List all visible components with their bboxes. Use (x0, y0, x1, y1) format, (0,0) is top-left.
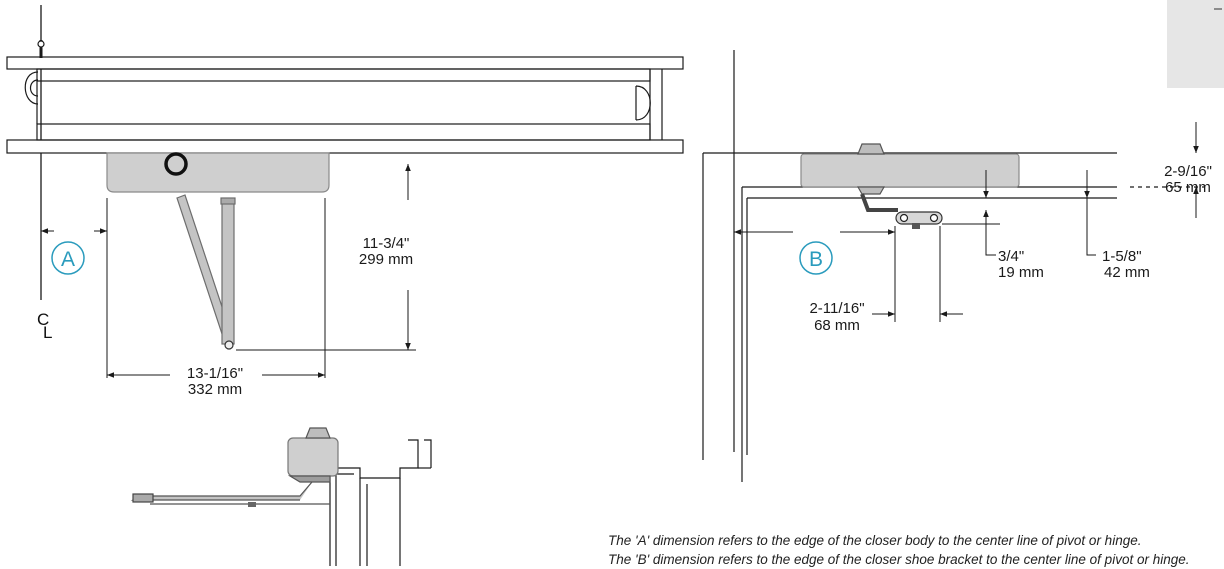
centerline-c: C (37, 310, 49, 329)
body-height-metric: 65 mm (1165, 179, 1211, 196)
body-height-imperial: 2-9/16" (1164, 163, 1212, 180)
note-b: The 'B' dimension refers to the edge of … (608, 552, 1190, 567)
door-top-rail (36, 68, 651, 82)
shoe-offset-imperial: 1-5/8" (1102, 248, 1142, 265)
corner-tab (1167, 0, 1224, 88)
hinge-pin (37, 40, 45, 48)
closer-body-b (800, 153, 1020, 188)
bracket-drop-metric: 19 mm (998, 264, 1044, 281)
closer-body (106, 152, 330, 193)
height-imperial: 11-3/4" (363, 235, 410, 252)
frame-top (6, 56, 684, 70)
forearm (221, 199, 235, 345)
note-a: The 'A' dimension refers to the edge of … (608, 533, 1142, 548)
width-metric: 332 mm (188, 381, 242, 398)
callout-b-circle (799, 241, 833, 275)
hinge-left (24, 71, 39, 105)
centerline-l: L (43, 323, 52, 342)
shoe-offset-metric: 42 mm (1104, 264, 1150, 281)
door-bottom-rail (36, 123, 651, 141)
bracket-drop-imperial: 3/4" (998, 248, 1024, 265)
callout-a-circle (51, 241, 85, 275)
callout-a-label: A (61, 248, 75, 271)
hinge-right (635, 85, 651, 121)
height-metric: 299 mm (359, 251, 413, 268)
shoe-width-imperial: 2-11/16" (809, 300, 864, 317)
callout-b-label: B (809, 248, 823, 271)
closer-body-c (287, 437, 339, 477)
view-c (130, 427, 432, 566)
view-b (702, 50, 1204, 482)
shoe-width-metric: 68 mm (814, 317, 860, 334)
spindle-icon (164, 152, 188, 176)
width-imperial: 13-1/16" (187, 365, 243, 382)
closer-top-cap (857, 143, 885, 155)
view-a (6, 5, 684, 378)
frame-bottom (6, 139, 684, 154)
